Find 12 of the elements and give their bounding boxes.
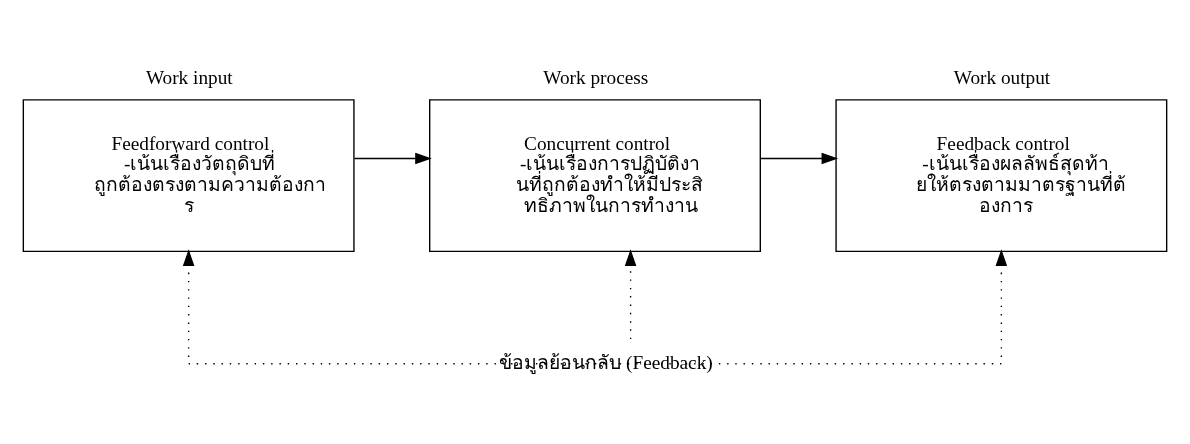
node-box: Feedforward control -เน้นเรื่องวัตถุดิบที่ถูกต้องตรงตามความต้องการ xyxy=(22,98,355,252)
node-box: Feedback control -เน้นเรื่องผลลัพธ์สุดท้ายให้ตรงตามมาตรฐานที่ต้องการ xyxy=(835,98,1168,252)
arrow xyxy=(760,152,839,164)
node-label: Work process xyxy=(543,66,649,88)
node-box: Concurrent control -เน้นเรื่องการปฏิบัติงานที่ถูกต้องทำให้มีประสิทธิภาพในการทำงาน xyxy=(429,98,761,252)
node-label: Work output xyxy=(953,66,1051,88)
arrow xyxy=(353,152,432,164)
arrow xyxy=(594,248,1008,364)
arrow xyxy=(624,248,637,340)
arrow xyxy=(182,248,596,364)
node-label: Work input xyxy=(145,66,233,88)
node-text: ข้อมูลย้อนกลับ (Feedback) xyxy=(499,351,713,373)
